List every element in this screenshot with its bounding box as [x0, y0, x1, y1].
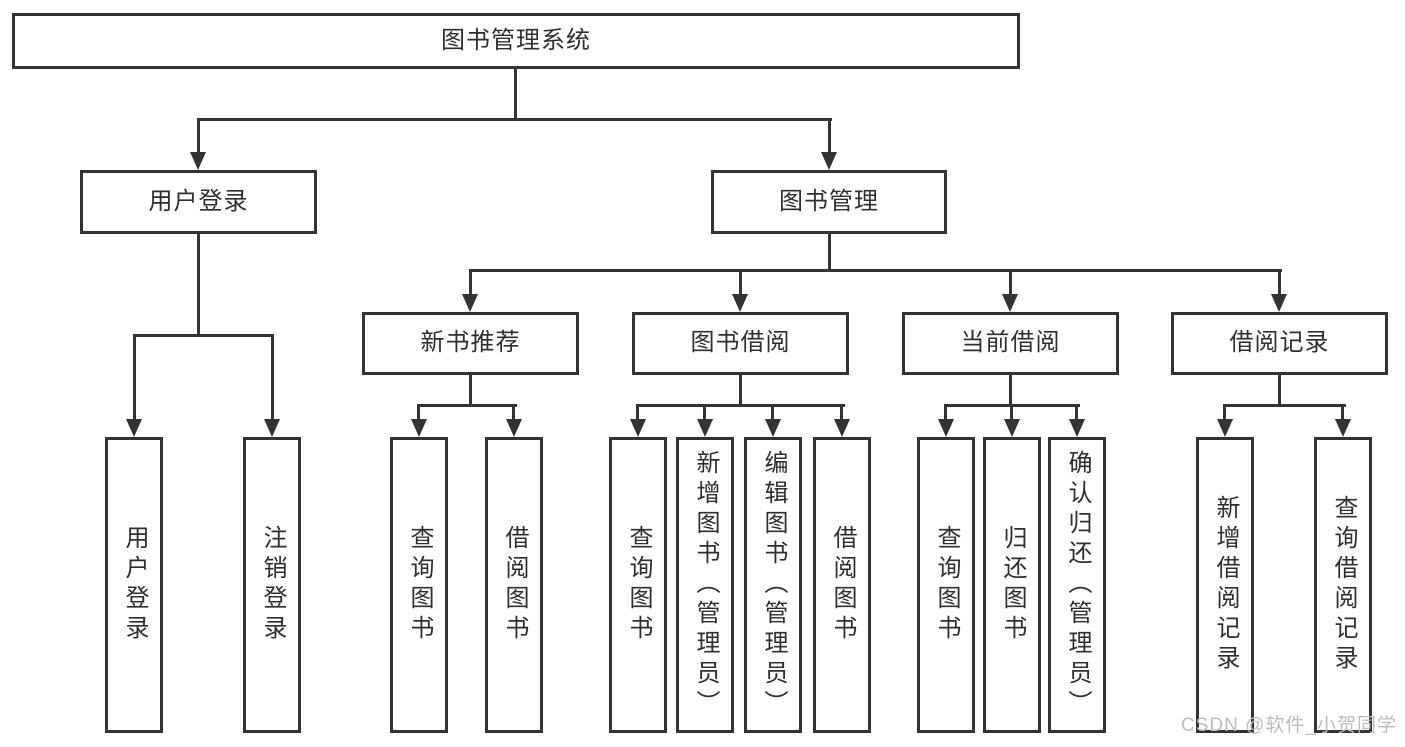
arrow-down-icon	[938, 419, 954, 437]
connector-line	[739, 375, 742, 407]
node-leaf-add-borrow-record-label: 新增借阅记录	[1212, 495, 1239, 675]
node-leaf-return-books: 归还图书	[983, 437, 1041, 733]
node-new-book-recommend-label: 新书推荐	[420, 329, 521, 357]
node-leaf-query-books-3: 查询图书	[917, 437, 975, 733]
node-root: 图书管理系统	[12, 13, 1020, 69]
connector-line	[197, 118, 200, 152]
arrow-down-icon	[732, 294, 748, 312]
connector-line	[828, 118, 831, 152]
arrow-down-icon	[630, 419, 646, 437]
node-current-borrowing: 当前借阅	[902, 312, 1119, 375]
connector-line	[469, 269, 1282, 272]
node-user-login-label: 用户登录	[148, 187, 249, 215]
arrow-down-icon	[264, 419, 280, 437]
node-book-management: 图书管理	[711, 170, 947, 234]
arrow-down-icon	[1004, 419, 1020, 437]
node-leaf-edit-books-admin-label: 编辑图书（管理员）	[760, 450, 787, 720]
node-leaf-return-books-label: 归还图书	[999, 525, 1026, 645]
node-leaf-query-borrow-record: 查询借阅记录	[1314, 437, 1372, 733]
connector-line	[417, 404, 517, 407]
node-current-borrowing-label: 当前借阅	[960, 329, 1061, 357]
connector-line	[1278, 375, 1281, 407]
connector-line	[133, 334, 274, 337]
connector-line	[514, 69, 517, 118]
connector-line	[1075, 404, 1078, 419]
connector-line	[1009, 269, 1012, 294]
connector-line	[1009, 375, 1012, 407]
node-leaf-logout-label: 注销登录	[259, 525, 286, 645]
node-leaf-query-borrow-record-label: 查询借阅记录	[1330, 495, 1357, 675]
node-borrowing-records-label: 借阅记录	[1229, 329, 1330, 357]
arrow-down-icon	[834, 419, 850, 437]
connector-line	[469, 375, 472, 407]
node-leaf-confirm-return-admin: 确认归还（管理员）	[1048, 437, 1106, 733]
node-leaf-query-books-1: 查询图书	[390, 437, 448, 733]
connector-line	[1010, 404, 1013, 419]
watermark: CSDN @软件_小贺同学	[1181, 715, 1397, 736]
arrow-down-icon	[1217, 419, 1233, 437]
connector-line	[1223, 404, 1226, 419]
connector-line	[133, 334, 136, 419]
connector-line	[944, 404, 947, 419]
node-root-label: 图书管理系统	[441, 26, 591, 54]
arrow-down-icon	[1069, 419, 1085, 437]
node-leaf-query-books-2: 查询图书	[609, 437, 667, 733]
arrow-down-icon	[506, 419, 522, 437]
connector-line	[197, 234, 200, 337]
arrow-down-icon	[1002, 294, 1018, 312]
node-new-book-recommend: 新书推荐	[362, 312, 579, 375]
arrow-down-icon	[821, 152, 837, 170]
node-leaf-borrow-books-2: 借阅图书	[813, 437, 871, 733]
node-leaf-borrow-books-1-label: 借阅图书	[501, 525, 528, 645]
arrow-down-icon	[1335, 419, 1351, 437]
arrow-down-icon	[462, 294, 478, 312]
node-leaf-logout: 注销登录	[243, 437, 301, 733]
arrow-down-icon	[190, 152, 206, 170]
node-book-borrowing-label: 图书借阅	[690, 329, 791, 357]
node-leaf-borrow-books-2-label: 借阅图书	[829, 525, 856, 645]
connector-line	[703, 404, 706, 419]
connector-line	[271, 334, 274, 419]
arrow-down-icon	[765, 419, 781, 437]
connector-line	[828, 234, 831, 272]
connector-line	[636, 404, 845, 407]
connector-line	[636, 404, 639, 419]
connector-line	[739, 269, 742, 294]
node-leaf-borrow-books-1: 借阅图书	[485, 437, 543, 733]
node-leaf-add-books-admin-label: 新增图书（管理员）	[692, 450, 719, 720]
node-leaf-user-login: 用户登录	[105, 437, 163, 733]
node-book-management-label: 图书管理	[779, 187, 879, 215]
arrow-down-icon	[126, 419, 142, 437]
connector-line	[512, 404, 515, 419]
arrow-down-icon	[1271, 294, 1287, 312]
node-leaf-edit-books-admin: 编辑图书（管理员）	[744, 437, 802, 733]
node-user-login: 用户登录	[80, 170, 317, 234]
connector-line	[1341, 404, 1344, 419]
arrow-down-icon	[697, 419, 713, 437]
connector-line	[417, 404, 420, 419]
node-leaf-add-books-admin: 新增图书（管理员）	[676, 437, 734, 733]
node-leaf-query-books-2-label: 查询图书	[625, 525, 652, 645]
node-leaf-query-books-3-label: 查询图书	[933, 525, 960, 645]
connector-line	[1223, 404, 1346, 407]
connector-line	[771, 404, 774, 419]
node-borrowing-records: 借阅记录	[1171, 312, 1388, 375]
connector-line	[1278, 269, 1281, 294]
connector-line	[197, 118, 832, 121]
connector-line	[840, 404, 843, 419]
node-leaf-confirm-return-admin-label: 确认归还（管理员）	[1064, 450, 1091, 720]
node-leaf-user-login-label: 用户登录	[121, 525, 148, 645]
connector-line	[469, 269, 472, 294]
node-leaf-query-books-1-label: 查询图书	[406, 525, 433, 645]
node-book-borrowing: 图书借阅	[632, 312, 849, 375]
node-leaf-add-borrow-record: 新增借阅记录	[1196, 437, 1254, 733]
arrow-down-icon	[411, 419, 427, 437]
